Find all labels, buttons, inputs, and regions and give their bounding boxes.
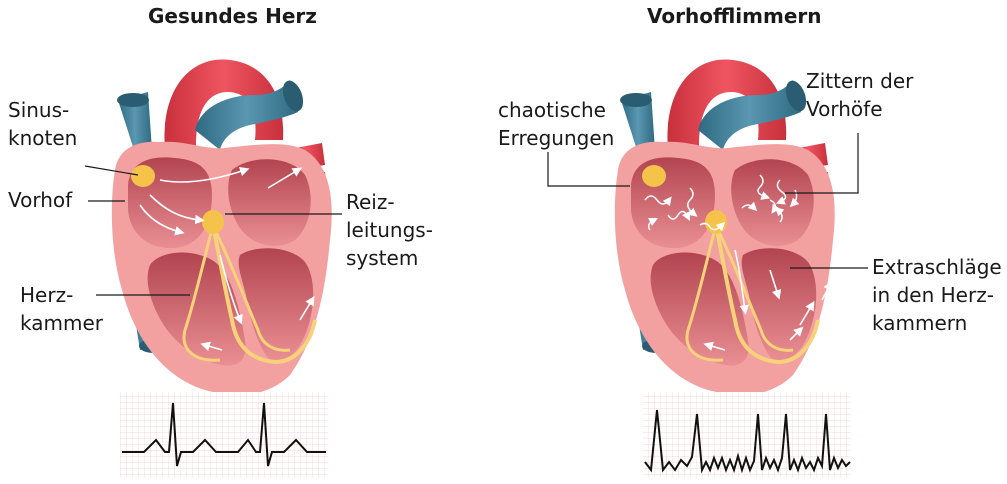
sinus-node-fibrillation — [642, 165, 666, 187]
label-chaotic-line1: chaotische — [498, 96, 606, 124]
label-reiz-line1: Reiz- — [346, 188, 395, 216]
label-reiz-line3: system — [346, 244, 418, 272]
label-zittern-line2: Vorhöfe — [806, 95, 883, 123]
label-sinus-line1: Sinus- — [8, 96, 69, 124]
panel-title-fibrillation: Vorhofflimmern — [647, 4, 822, 28]
fibrillating-heart — [615, 60, 835, 395]
panel-title-healthy: Gesundes Herz — [148, 4, 317, 28]
label-herz-line1: Herz- — [20, 281, 73, 309]
ecg-healthy — [120, 392, 328, 478]
label-vorhof: Vorhof — [8, 186, 72, 214]
label-reiz-line2: leitungs- — [346, 216, 433, 244]
ecg-fibrillation — [643, 392, 851, 478]
label-extra-line2: in den Herz- — [872, 281, 994, 309]
label-extra-line1: Extraschläge — [872, 253, 1002, 281]
label-sinus-line2: knoten — [8, 124, 77, 152]
healthy-heart — [112, 60, 332, 395]
label-extra-line3: kammern — [872, 309, 967, 337]
label-zittern-line1: Zittern der — [806, 67, 913, 95]
label-herz-line2: kammer — [20, 309, 103, 337]
sinus-node — [131, 165, 155, 187]
label-chaotic-line2: Erregungen — [498, 124, 614, 152]
